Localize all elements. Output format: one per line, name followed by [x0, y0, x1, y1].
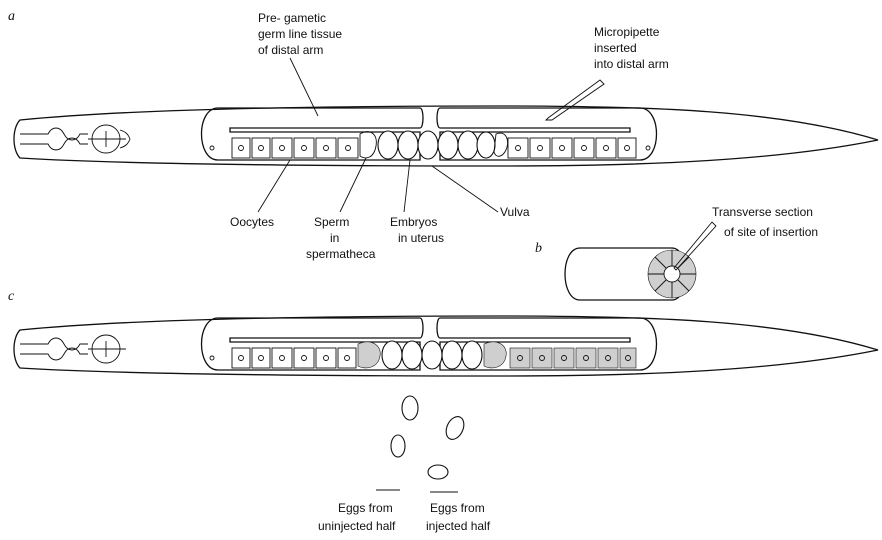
oocytes-posterior: [508, 138, 636, 158]
leader-vulva: [432, 166, 498, 212]
embryos-c: [382, 341, 482, 369]
oocytes-anterior: [232, 138, 358, 158]
label-oocytes: Oocytes: [230, 215, 274, 229]
label-eggs-uninjected-1: Eggs from: [338, 501, 393, 515]
label-embryos-1: Embryos: [390, 215, 437, 229]
distal-tip-dot-2: [646, 146, 650, 150]
distal-tip-dot-c: [210, 356, 214, 360]
labels-c: Eggs from uninjected half Eggs from inje…: [318, 501, 491, 533]
spermatheca-left: [360, 132, 376, 158]
oocytes-posterior-c: [510, 348, 636, 368]
panel-label-b: b: [535, 241, 542, 256]
label-sperm-1: Sperm: [314, 215, 349, 229]
pharynx: [20, 128, 88, 150]
spermatheca-right-c: [484, 342, 506, 368]
micropipette: [546, 80, 604, 120]
worm-c: [14, 316, 878, 376]
transverse-section-b: Transverse section of site of insertion: [565, 205, 818, 300]
panel-label-a: a: [8, 9, 15, 24]
label-eggs-uninjected-2: uninjected half: [318, 519, 396, 533]
laid-eggs: [376, 396, 467, 492]
pharynx-lumen: [88, 131, 126, 147]
egg-4: [428, 465, 448, 479]
oocytes-anterior-c: [232, 348, 356, 368]
leader-embryos: [404, 160, 410, 212]
panel-label-c: c: [8, 289, 15, 304]
egg-shadows: [376, 490, 458, 492]
pharynx-c: [20, 338, 88, 360]
label-eggs-injected-1: Eggs from: [430, 501, 485, 515]
egg-2: [443, 414, 468, 443]
label-transverse-2: of site of insertion: [724, 225, 818, 239]
label-micropipette-1: Micropipette: [594, 25, 660, 39]
egg-3: [391, 435, 405, 457]
label-transverse-1: Transverse section: [712, 205, 813, 219]
label-pregametic-3: of distal arm: [258, 43, 323, 57]
label-pregametic-2: germ line tissue: [258, 27, 342, 41]
label-sperm-3: spermatheca: [306, 247, 376, 261]
spermatheca-left-c: [358, 342, 380, 368]
label-sperm-2: in: [330, 231, 339, 245]
spermatheca-right: [494, 133, 508, 156]
leader-oocytes: [258, 160, 290, 212]
label-pregametic-1: Pre- gametic: [258, 11, 326, 25]
worm-a: [14, 80, 878, 166]
pharynx-lumen-c: [88, 341, 126, 357]
label-micropipette-3: into distal arm: [594, 57, 669, 71]
label-micropipette-2: inserted: [594, 41, 637, 55]
embryos-a: [378, 131, 495, 159]
distal-tip-dot: [210, 146, 214, 150]
label-vulva: Vulva: [500, 205, 530, 219]
label-eggs-injected-2: injected half: [426, 519, 491, 533]
egg-1: [402, 396, 418, 420]
label-embryos-2: in uterus: [398, 231, 444, 245]
